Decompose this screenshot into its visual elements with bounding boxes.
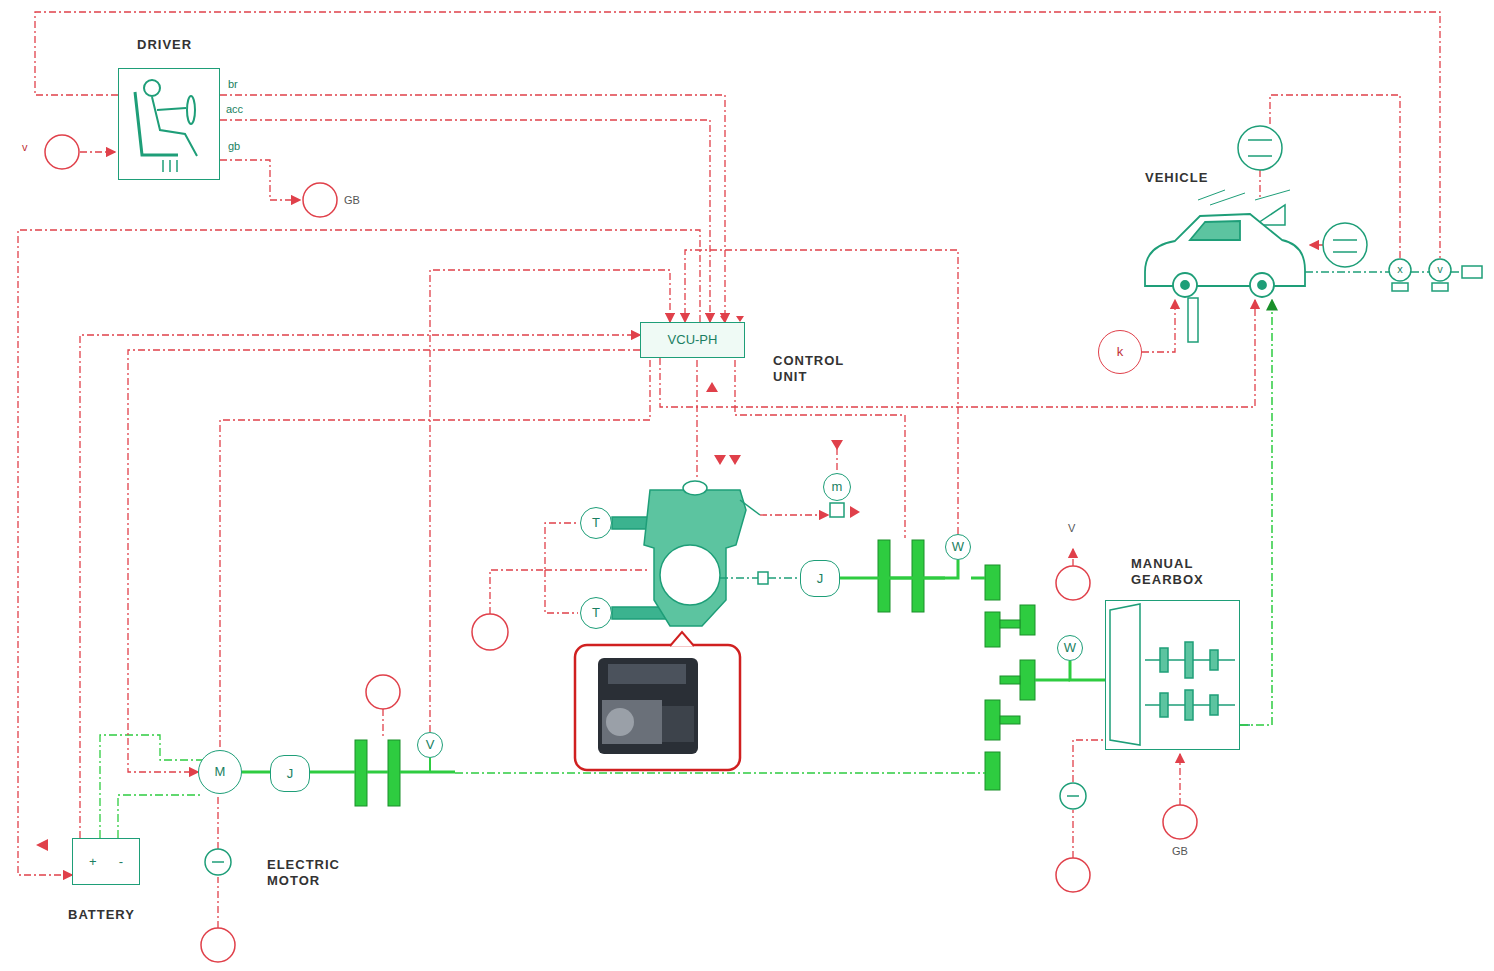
node-heading: BATTERY (68, 907, 135, 923)
sensor-symbol: x (1389, 263, 1411, 276)
node-label: W (952, 540, 964, 554)
gearbox-symbol (1110, 604, 1250, 745)
temperature-sensor: T (580, 597, 612, 629)
node-text-group: J (817, 571, 824, 585)
inertia-block: J (270, 755, 310, 792)
node-text-group: W (1064, 641, 1076, 655)
signal-line (220, 95, 725, 322)
signal-line (80, 335, 640, 838)
electric-motor: ELECTRIC MOTORM (198, 750, 242, 794)
node-heading: MANUAL GEARBOX (1131, 556, 1231, 589)
speed-sensor: W (945, 534, 971, 560)
engine-symbol (612, 481, 844, 626)
speed-sensor: V (417, 732, 443, 758)
port-name: br (228, 78, 238, 91)
node-label: M (215, 765, 226, 779)
aux-symbols (205, 126, 1482, 875)
node-text-group: VCU-PH (668, 333, 718, 347)
signal-line (1142, 300, 1175, 352)
node-label: - (119, 854, 123, 868)
inertia-block: J (800, 560, 840, 597)
mass-flow-sensor: m (823, 473, 851, 501)
node-text-group: +- (89, 854, 123, 868)
node-label: T (592, 606, 600, 620)
node-heading: VEHICLE (1145, 170, 1208, 186)
shaft-line (1070, 661, 1105, 680)
signal-name: GB (1172, 845, 1188, 858)
node-label: W (1064, 641, 1076, 655)
temperature-sensor: T (580, 507, 612, 539)
source-circles (45, 135, 1197, 962)
node-label: + (89, 854, 97, 868)
node-text-group: V (426, 738, 435, 752)
node-label: J (287, 766, 294, 780)
node-label: T (592, 516, 600, 530)
node-label: V (426, 738, 435, 752)
vehicle-symbol (1145, 190, 1305, 297)
node-text-group: M (215, 765, 226, 779)
vehicle-block: VEHICLE (1140, 200, 1308, 300)
port-name: gb (228, 140, 240, 153)
battery-block: BATTERY+- (72, 838, 140, 885)
driver-icon (135, 80, 197, 172)
shaft-line (242, 771, 270, 774)
node-label: VCU-PH (668, 333, 718, 347)
sensor-symbol: v (1429, 263, 1451, 276)
node-text-group: m (832, 480, 843, 494)
node-label: m (832, 480, 843, 494)
signal-line (685, 250, 958, 534)
speed-sensor: W (1057, 635, 1083, 661)
signal-line (128, 350, 640, 772)
signal-name: v (22, 141, 28, 154)
node-heading: CONTROL UNIT (773, 353, 865, 386)
node-heading: DRIVER (137, 37, 192, 53)
signal-line (220, 120, 710, 322)
node-text-group: T (592, 606, 600, 620)
control-unit-box: CONTROL UNITVCU-PH (640, 322, 745, 358)
signal-wires (35, 12, 1440, 928)
shafts (100, 578, 1070, 838)
signal-line (430, 270, 670, 732)
driveline (355, 540, 1035, 806)
driver-block: DRIVER (118, 68, 220, 180)
port-name: acc (226, 103, 243, 116)
signal-line (18, 230, 700, 875)
parameter-circle: k (1098, 330, 1142, 374)
port-triangles (36, 316, 860, 851)
signal-name: V (1068, 522, 1075, 535)
gearbox-block: MANUAL GEARBOX (1105, 600, 1240, 750)
engine-photo-callout (575, 632, 740, 770)
node-heading: ELECTRIC MOTOR (267, 857, 362, 890)
signal-name: GB (344, 194, 360, 207)
node-text-group: T (592, 516, 600, 530)
node-label: J (817, 571, 824, 585)
node-text-group: W (952, 540, 964, 554)
node-text-group: J (287, 766, 294, 780)
shaft-line (1240, 300, 1272, 725)
node-text-group: k (1117, 345, 1124, 359)
shaft-line (840, 560, 958, 578)
node-label: k (1117, 345, 1124, 359)
